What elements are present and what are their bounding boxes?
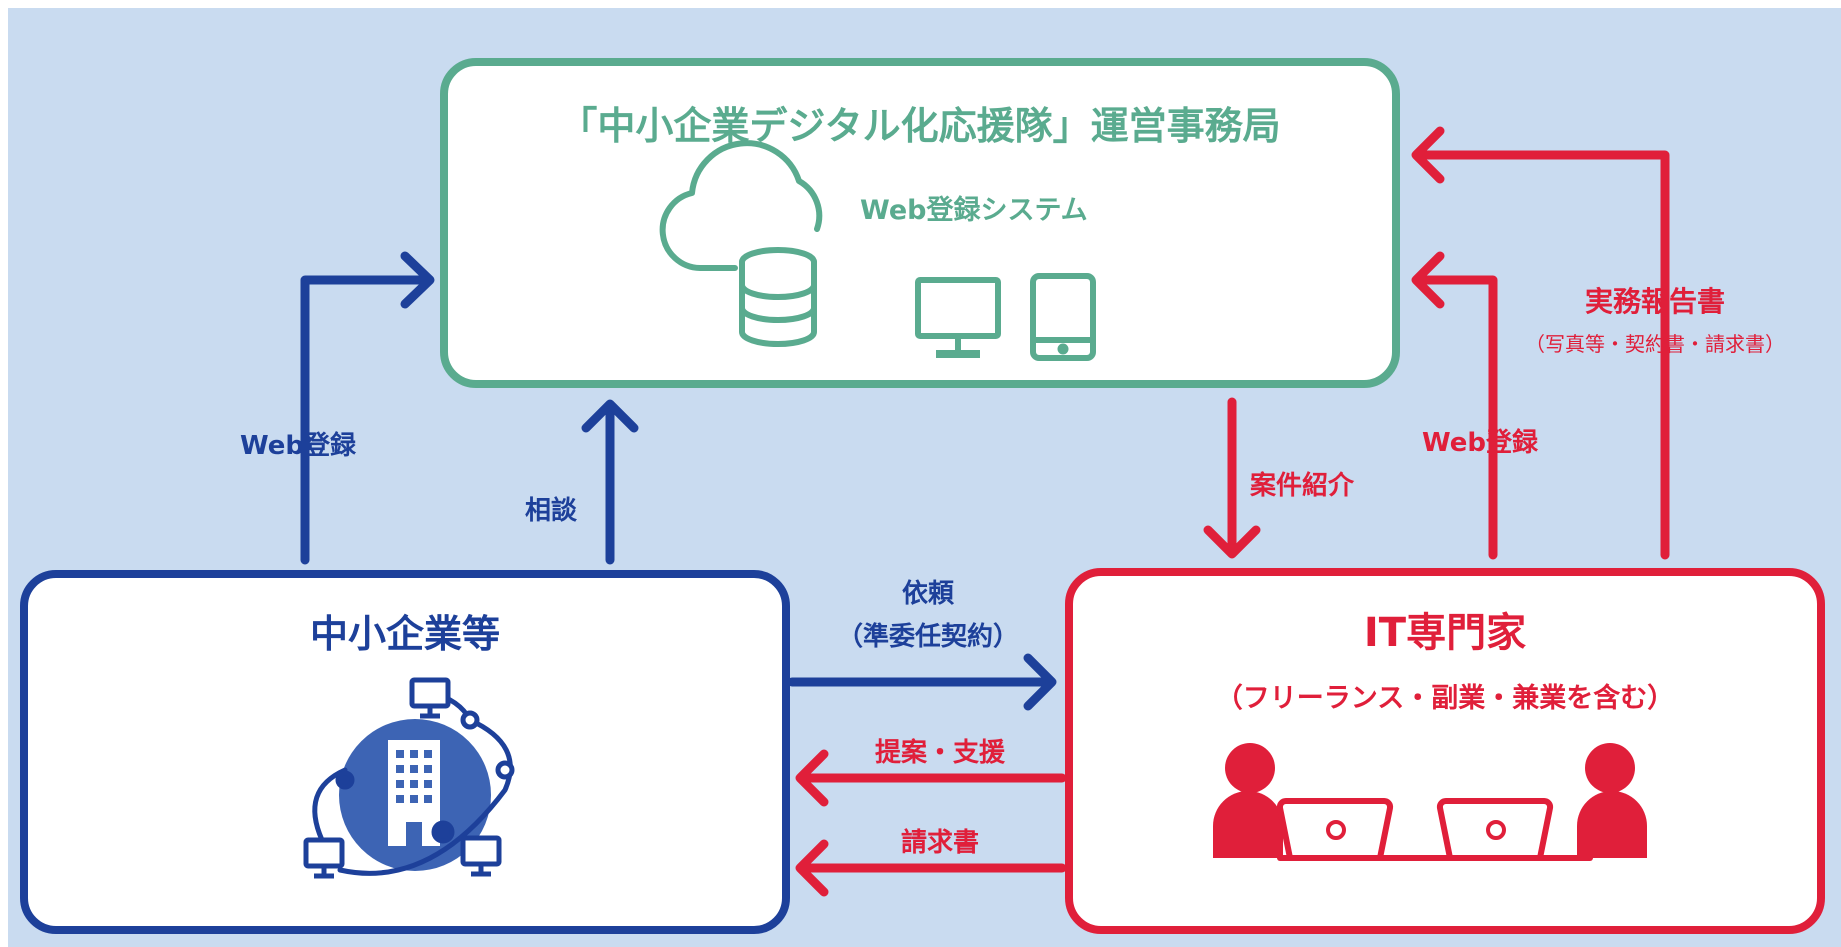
sme-web-register-label: Web登録 — [240, 431, 356, 461]
invoice-label: 請求書 — [900, 828, 979, 858]
people-laptops-icon — [1213, 743, 1647, 861]
work-report-detail-label: （写真等・契約書・請求書） — [1525, 332, 1785, 356]
it-web-register-arrow — [1413, 275, 1498, 560]
building-network-icon — [303, 677, 515, 879]
cloud-database-icon — [659, 140, 823, 347]
request-arrowhead — [1023, 653, 1057, 711]
request-label: 依頼 — [901, 579, 954, 609]
sme-title: 中小企業等 — [309, 612, 500, 656]
work-report-arrowhead — [1411, 126, 1445, 184]
proposal-support-arrowhead — [795, 749, 829, 807]
it-expert-title: IT専門家 — [1363, 610, 1527, 656]
it-expert-subtitle: （フリーランス・副業・兼業を含む） — [1215, 683, 1675, 714]
desktop-monitor-icon — [915, 277, 1001, 358]
it-expert-box — [1065, 568, 1825, 934]
tablet-icon — [1030, 273, 1096, 361]
office-title: 「中小企業デジタル化応援隊」運営事務局 — [559, 104, 1281, 148]
sme-web-register-arrow — [300, 275, 433, 565]
it-web-register-arrowhead — [1411, 251, 1445, 309]
case-intro-label: 案件紹介 — [1250, 471, 1355, 501]
request-contract-label: （準委任契約） — [836, 622, 1019, 652]
case-intro-arrowhead — [1203, 525, 1261, 559]
web-registration-system-label: Web登録システム — [860, 195, 1088, 226]
proposal-support-label: 提案・支援 — [874, 738, 1005, 768]
it-web-register-label: Web登録 — [1422, 428, 1538, 458]
consult-label: 相談 — [525, 496, 578, 526]
work-report-arrow — [1413, 150, 1670, 560]
invoice-arrowhead — [795, 839, 829, 897]
sme-web-register-arrowhead — [400, 251, 435, 309]
consult-arrowhead — [581, 399, 639, 433]
work-report-label: 実務報告書 — [1584, 285, 1725, 318]
